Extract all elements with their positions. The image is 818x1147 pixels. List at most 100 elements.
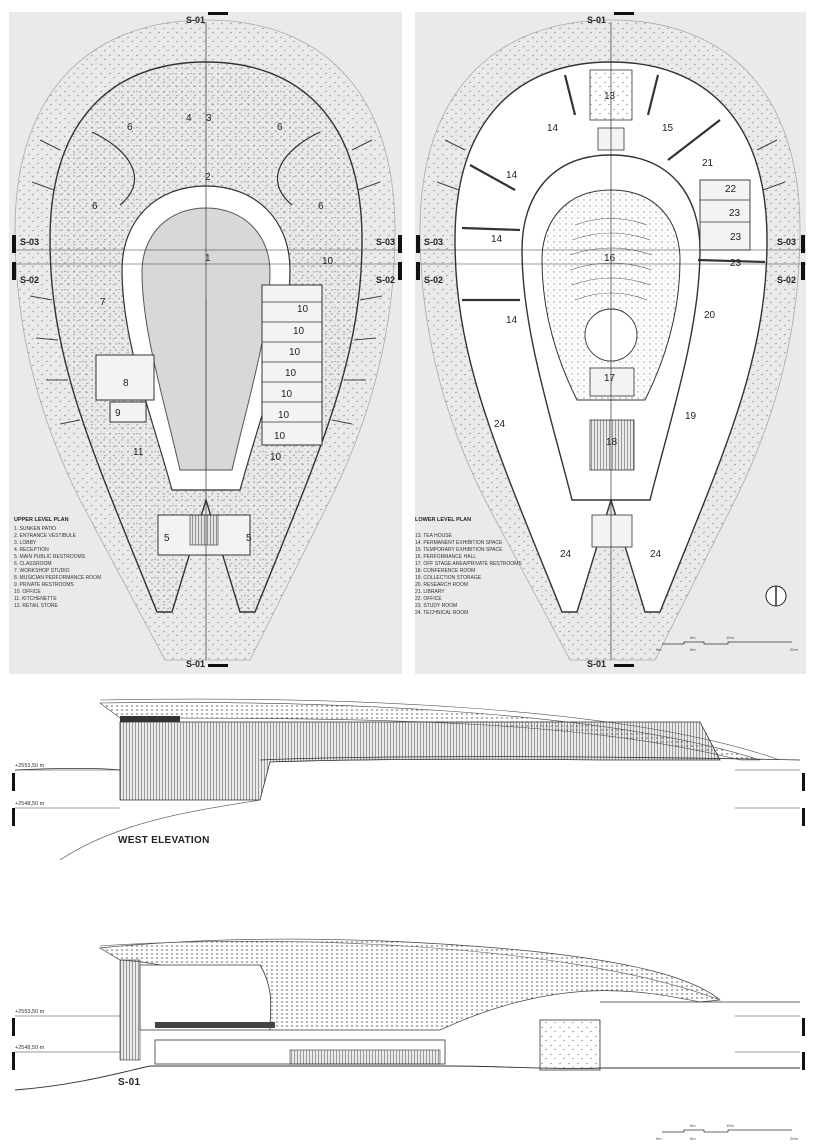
lower-s02-right-tag: S-02 xyxy=(777,275,796,285)
level-label: +2553,50 m xyxy=(15,1009,45,1015)
legend-item: 11. KITCHENETTE xyxy=(14,596,57,602)
room-number: 8 xyxy=(123,378,129,389)
lower-plan-legend: LOWER LEVEL PLAN 13. TEA HOUSE 14. PERMA… xyxy=(415,517,522,616)
room-number: 17 xyxy=(604,373,616,384)
room-number: 6 xyxy=(318,201,324,212)
room-number: 21 xyxy=(702,158,714,169)
scale-label: 5m xyxy=(690,1123,696,1128)
upper-level-plan: S-01 S-01 S-03 S-03 S-02 S-02 1 2 3 4 5 … xyxy=(9,12,402,674)
legend-item: 23. STUDY ROOM xyxy=(415,603,457,609)
upper-s03-right-tag: S-03 xyxy=(376,237,395,247)
lower-s02-left-tag: S-02 xyxy=(424,275,443,285)
west-elevation: +2553,50 m +2548,50 m WEST ELEVATION xyxy=(12,698,805,861)
room-number: 6 xyxy=(127,122,133,133)
legend-item: 21. LIBRARY xyxy=(415,589,445,595)
room-number: 22 xyxy=(725,184,737,195)
scale-bar-bottom: 5m 10m 0m 5m 20m xyxy=(656,1123,798,1141)
scale-label: 20m xyxy=(790,647,798,652)
room-number: 20 xyxy=(704,310,716,321)
room-number: 14 xyxy=(506,315,518,326)
upper-s01-top-tag: S-01 xyxy=(186,15,205,25)
room-number: 5 xyxy=(246,533,252,544)
upper-room-numbers: 1 2 3 4 5 5 6 6 6 6 7 8 9 10 10 10 10 10… xyxy=(92,113,334,544)
room-number: 18 xyxy=(606,437,618,448)
lower-s03-right-tag: S-03 xyxy=(777,237,796,247)
legend-item: 7. WORKSHOP STUDIO xyxy=(14,568,70,574)
room-number: 15 xyxy=(662,123,674,134)
legend-item: 22. OFFICE xyxy=(415,596,442,602)
room-number: 24 xyxy=(494,419,506,430)
room-number: 23 xyxy=(730,232,742,243)
room-number: 24 xyxy=(560,549,572,560)
legend-item: 13. TEA HOUSE xyxy=(415,533,453,539)
lower-level-plan: S-01 S-01 S-03 S-03 S-02 S-02 13 14 14 1… xyxy=(415,12,806,674)
room-number: 6 xyxy=(92,201,98,212)
lower-legend-title: LOWER LEVEL PLAN xyxy=(415,517,471,523)
room-number: 10 xyxy=(270,452,282,463)
room-number: 6 xyxy=(277,122,283,133)
legend-item: 15. TEMPORARY EXHIBITION SPACE xyxy=(415,547,503,553)
legend-item: 9. PRIVATE RESTROOMS xyxy=(14,582,74,588)
legend-item: 6. CLASSROOM xyxy=(14,561,52,567)
upper-legend-title: UPPER LEVEL PLAN xyxy=(14,517,69,523)
legend-item: 1. SUNKEN PATIO xyxy=(14,526,56,532)
room-number: 10 xyxy=(274,431,286,442)
legend-item: 3. LOBBY xyxy=(14,540,37,546)
level-label: +2548,50 m xyxy=(15,801,45,807)
room-number: 7 xyxy=(100,297,106,308)
scale-label: 5m xyxy=(690,635,696,640)
room-number: 2 xyxy=(205,172,211,183)
lower-room-numbers: 13 14 14 14 14 15 16 17 18 19 20 21 22 2… xyxy=(491,91,742,560)
upper-s02-left-tag: S-02 xyxy=(20,275,39,285)
room-number: 11 xyxy=(133,447,144,458)
legend-item: 5. MAIN PUBLIC RESTROOMS xyxy=(14,554,86,560)
upper-s02-right-tag: S-02 xyxy=(376,275,395,285)
room-number: 10 xyxy=(293,326,305,337)
scale-label: 5m xyxy=(690,1136,696,1141)
scale-label: 5m xyxy=(690,647,696,652)
room-number: 10 xyxy=(281,389,293,400)
upper-plan-legend: UPPER LEVEL PLAN 1. SUNKEN PATIO 2. ENTR… xyxy=(14,517,101,609)
section-s01: +2553,50 m +2548,50 m S-01 5m 10m 0m 5m … xyxy=(12,938,805,1141)
room-number: 10 xyxy=(285,368,297,379)
level-label: +2548,50 m xyxy=(15,1045,45,1051)
upper-s03-left-tag: S-03 xyxy=(20,237,39,247)
scale-label: 20m xyxy=(790,1136,798,1141)
room-number: 9 xyxy=(115,408,121,419)
legend-item: 12. RETAIL STORE xyxy=(14,603,58,609)
legend-item: 14. PERMANENT EXHIBITION SPACE xyxy=(415,540,503,546)
room-number: 10 xyxy=(322,256,334,267)
scale-label: 10m xyxy=(726,1123,734,1128)
legend-item: 10. OFFICE xyxy=(14,589,41,595)
scale-label: 0m xyxy=(656,1136,662,1141)
room-number: 14 xyxy=(491,234,503,245)
legend-item: 16. PERFORMANCE HALL xyxy=(415,554,476,560)
room-number: 24 xyxy=(650,549,662,560)
room-number: 4 xyxy=(186,113,192,124)
upper-s01-bottom-tag: S-01 xyxy=(186,659,205,669)
lower-s01-bottom-tag: S-01 xyxy=(587,659,606,669)
level-label: +2553,50 m xyxy=(15,763,45,769)
lower-s01-top-tag: S-01 xyxy=(587,15,606,25)
room-number: 13 xyxy=(604,91,616,102)
legend-item: 4. RECEPTION xyxy=(14,547,49,553)
room-number: 10 xyxy=(297,304,309,315)
legend-item: 24. TECHNICAL ROOM xyxy=(415,610,468,616)
lower-s03-left-tag: S-03 xyxy=(424,237,443,247)
room-number: 3 xyxy=(206,113,212,124)
room-number: 1 xyxy=(205,253,211,264)
room-number: 10 xyxy=(289,347,301,358)
scale-bar: 5m 10m 0m 5m 20m xyxy=(656,635,798,652)
room-number: 5 xyxy=(164,533,170,544)
scale-label: 0m xyxy=(656,647,662,652)
room-number: 14 xyxy=(506,170,518,181)
north-arrow-icon xyxy=(765,585,787,607)
room-number: 14 xyxy=(547,123,559,134)
room-number: 23 xyxy=(730,258,742,269)
room-number: 16 xyxy=(604,253,616,264)
legend-item: 8. MUSICIAN PERFORMANCE ROOM xyxy=(14,575,101,581)
room-number: 10 xyxy=(278,410,290,421)
section-s01-title: S-01 xyxy=(118,1077,140,1088)
room-number: 23 xyxy=(729,208,741,219)
